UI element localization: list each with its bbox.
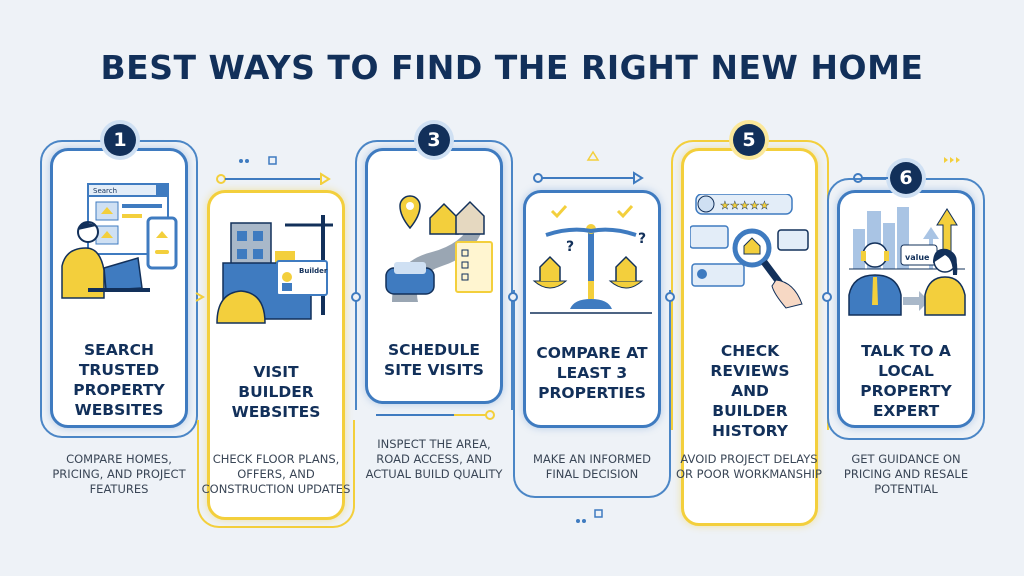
step-3-badge: 3 — [418, 124, 450, 156]
step-6-description: GET GUIDANCE ON PRICING AND RESALE POTEN… — [843, 452, 969, 496]
step-5-badge: 5 — [733, 124, 765, 156]
car-road-houses-icon — [385, 195, 493, 302]
reviews-magnifier-icon: ★★★★★ — [690, 194, 809, 309]
svg-text:★★★★★: ★★★★★ — [720, 199, 769, 212]
progress-line — [376, 410, 495, 420]
step-5-description: AVOID PROJECT DELAYS OR POOR WORKMANSHIP — [675, 452, 822, 481]
page-title: BEST WAYS TO FIND THE RIGHT NEW HOME — [100, 48, 924, 87]
decorative-dots — [576, 509, 603, 523]
arrow-connector-icon — [533, 150, 644, 185]
step-3-description: INSPECT THE AREA, ROAD ACCESS, AND ACTUA… — [365, 437, 503, 481]
svg-text:?: ? — [638, 231, 646, 247]
step-1-title: SEARCH TRUSTED PROPERTY WEBSITES — [73, 341, 165, 419]
step-4-frame — [513, 290, 671, 498]
value-label: value — [905, 253, 930, 262]
step-1-badge: 1 — [104, 124, 136, 156]
step-2-description: CHECK FLOOR PLANS, OFFERS, AND CONSTRUCT… — [201, 452, 351, 496]
step-2-frame — [197, 420, 355, 528]
builder-label: Builder — [299, 267, 328, 275]
step-3-title: SCHEDULE SITE VISITS — [384, 341, 484, 379]
svg-text:?: ? — [566, 239, 574, 255]
step-6-title: TALK TO A LOCAL PROPERTY EXPERT — [860, 342, 952, 420]
step-1-description: COMPARE HOMES, PRICING, AND PROJECT FEAT… — [52, 452, 186, 496]
step-6-badge: 6 — [890, 162, 922, 194]
step-2-title: VISIT BUILDER WEBSITES — [231, 363, 321, 421]
arrow-connector-icon — [216, 156, 331, 185]
arrow-connector-icon — [853, 157, 960, 183]
balance-scale-houses-icon: ?? — [530, 205, 652, 314]
search-label: Search — [93, 187, 117, 195]
step-5-title: CHECK REVIEWS AND BUILDER HISTORY — [710, 342, 790, 440]
construction-builder-icon: Builder — [216, 215, 333, 324]
expert-consultation-icon: value — [848, 207, 966, 316]
step-4-title: COMPARE AT LEAST 3 PROPERTIES — [536, 344, 648, 402]
connector-nodes — [195, 292, 832, 302]
step-4-description: MAKE AN INFORMED FINAL DECISION — [532, 452, 652, 481]
person-laptop-search-icon: Search — [61, 183, 178, 299]
